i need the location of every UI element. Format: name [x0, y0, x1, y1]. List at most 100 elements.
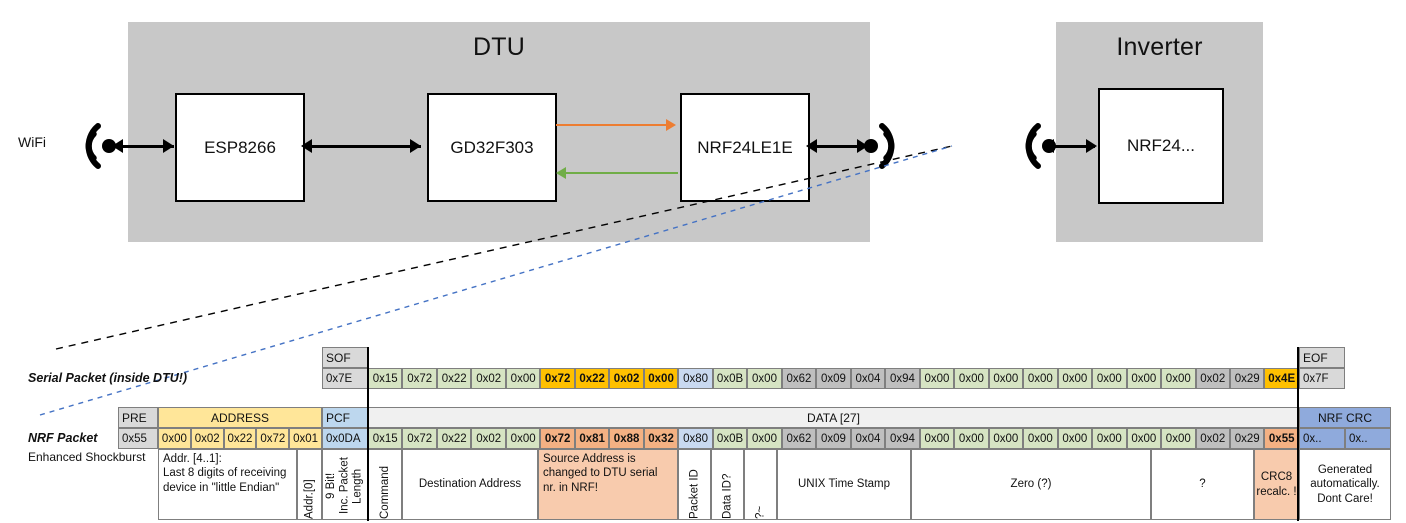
esp-to-gd32-arrow-right	[410, 139, 421, 153]
serial-byte-0: 0x15	[368, 368, 403, 389]
serial-byte-19: 0x00	[1023, 368, 1058, 389]
chip-esp8266-label: ESP8266	[204, 137, 276, 157]
nrf-crc-header: NRF CRC	[1299, 407, 1391, 428]
nrf-byte-23: 0x00	[1161, 428, 1196, 449]
nrf-byte-20: 0x00	[1057, 428, 1093, 449]
nrf-pre-header: PRE	[118, 407, 158, 428]
dtu-title: DTU	[473, 33, 525, 61]
dtu-antenna-icon	[864, 123, 895, 169]
serial-sof-header-pad	[368, 347, 371, 368]
nrf-to-antenna-arrow-left	[806, 139, 817, 153]
inverter-antenna-arrow-left	[1043, 139, 1054, 153]
nrf-pcf-value: 0x0DA	[322, 428, 368, 449]
serial-byte-15: 0x94	[885, 368, 920, 389]
annotation-destination-address: Destination Address	[402, 449, 538, 520]
serial-packet-label: Serial Packet (inside DTU!)	[28, 371, 188, 385]
serial-byte-1: 0x72	[402, 368, 437, 389]
nrf-address-header: ADDRESS	[158, 407, 322, 428]
serial-byte-24: 0x02	[1195, 368, 1230, 389]
nrf-address-value-1: 0x02	[190, 428, 224, 449]
nrf-byte-19: 0x00	[1023, 428, 1058, 449]
serial-byte-17: 0x00	[954, 368, 989, 389]
serial-byte-9: 0x80	[678, 368, 713, 389]
nrf-byte-0: 0x15	[368, 428, 403, 449]
serial-byte-25: 0x29	[1230, 368, 1265, 389]
nrf-crc-value-0: 0x..	[1299, 428, 1345, 449]
annotation-zero: Zero (?)	[911, 449, 1151, 520]
nrf-byte-13: 0x09	[816, 428, 851, 449]
esp-to-gd32-line	[307, 145, 421, 148]
esp-to-gd32-arrow-left	[301, 139, 312, 153]
nrf-packet-sublabel: Enhanced Shockburst	[28, 450, 146, 464]
wifi-to-esp-arrow-left	[112, 139, 123, 153]
annotation-source-address-note: Source Address is changed to DTU serial …	[538, 449, 678, 520]
nrf-address-value-0: 0x00	[158, 428, 191, 449]
nrf-byte-9: 0x80	[678, 428, 713, 449]
serial-byte-2: 0x22	[436, 368, 472, 389]
serial-eof-header: EOF	[1299, 347, 1345, 368]
serial-sof-header: SOF	[322, 347, 368, 368]
nrf-byte-5: 0x72	[540, 428, 575, 449]
inverter-title: Inverter	[1116, 33, 1203, 61]
nrf-address-value-4: 0x01	[289, 428, 322, 449]
nrf-byte-17: 0x00	[954, 428, 989, 449]
serial-byte-6: 0x22	[574, 368, 610, 389]
wifi-label: WiFi	[18, 134, 46, 150]
annotation-unix-time-stamp: UNIX Time Stamp	[777, 449, 911, 520]
serial-byte-26: 0x4E	[1264, 368, 1299, 389]
serial-byte-23: 0x00	[1161, 368, 1196, 389]
nrf-address-value-3: 0x72	[256, 428, 290, 449]
serial-byte-16: 0x00	[919, 368, 955, 389]
chip-nrf24: NRF24...	[1098, 88, 1224, 204]
annotation-data-id: Data ID?	[711, 449, 744, 520]
nrf-packet-label: NRF Packet	[28, 431, 98, 445]
nrf-byte-18: 0x00	[988, 428, 1024, 449]
serial-byte-7: 0x02	[609, 368, 644, 389]
nrf-byte-10: 0x0B	[712, 428, 748, 449]
annotation-tilde: ?~	[744, 449, 777, 520]
nrf-byte-2: 0x22	[436, 428, 472, 449]
nrf-byte-3: 0x02	[471, 428, 506, 449]
nrf-byte-15: 0x94	[885, 428, 920, 449]
annotation-nrf-crc-note: Generated automatically. Dont Care!	[1299, 449, 1391, 520]
serial-byte-5: 0x72	[540, 368, 575, 389]
nrf-byte-22: 0x00	[1126, 428, 1162, 449]
serial-byte-21: 0x00	[1092, 368, 1127, 389]
serial-byte-22: 0x00	[1126, 368, 1162, 389]
serial-byte-10: 0x0B	[712, 368, 748, 389]
nrf-byte-12: 0x62	[781, 428, 817, 449]
chip-nrf24le1e-label: NRF24LE1E	[697, 137, 793, 157]
annotation-packet-length: 9 Bit! Inc. Packet Length	[322, 449, 368, 520]
nrf-byte-4: 0x00	[505, 428, 541, 449]
nrf-to-gd32-green-line	[566, 172, 678, 174]
nrf-byte-26: 0x55	[1264, 428, 1299, 449]
serial-byte-4: 0x00	[505, 368, 541, 389]
serial-byte-18: 0x00	[988, 368, 1024, 389]
payload-boundary-left	[367, 347, 369, 521]
nrf-byte-24: 0x02	[1195, 428, 1230, 449]
serial-byte-12: 0x62	[781, 368, 817, 389]
nrf-pcf-header: PCF	[322, 407, 368, 428]
serial-byte-14: 0x04	[850, 368, 886, 389]
serial-byte-11: 0x00	[747, 368, 782, 389]
gd32-to-nrf-orange-arrowhead	[666, 119, 676, 131]
nrf-byte-21: 0x00	[1092, 428, 1127, 449]
payload-boundary-right	[1297, 347, 1299, 521]
chip-esp8266: ESP8266	[175, 93, 305, 202]
nrf-byte-8: 0x32	[643, 428, 679, 449]
serial-byte-8: 0x00	[643, 368, 679, 389]
wifi-to-esp-arrow-right	[163, 139, 174, 153]
nrf-byte-16: 0x00	[919, 428, 955, 449]
nrf-byte-7: 0x88	[609, 428, 644, 449]
nrf-address-value-2: 0x22	[223, 428, 257, 449]
chip-gd32f303: GD32F303	[427, 93, 557, 202]
annotation-crc8: CRC8 recalc. !	[1254, 449, 1299, 520]
nrf-byte-25: 0x29	[1230, 428, 1265, 449]
serial-eof-value: 0x7F	[1299, 368, 1345, 389]
nrf-crc-value-1: 0x..	[1345, 428, 1391, 449]
nrf-byte-11: 0x00	[747, 428, 782, 449]
nrf-byte-1: 0x72	[402, 428, 437, 449]
serial-byte-20: 0x00	[1057, 368, 1093, 389]
chip-nrf24le1e: NRF24LE1E	[680, 93, 810, 202]
nrf-to-gd32-green-arrowhead	[556, 167, 566, 179]
